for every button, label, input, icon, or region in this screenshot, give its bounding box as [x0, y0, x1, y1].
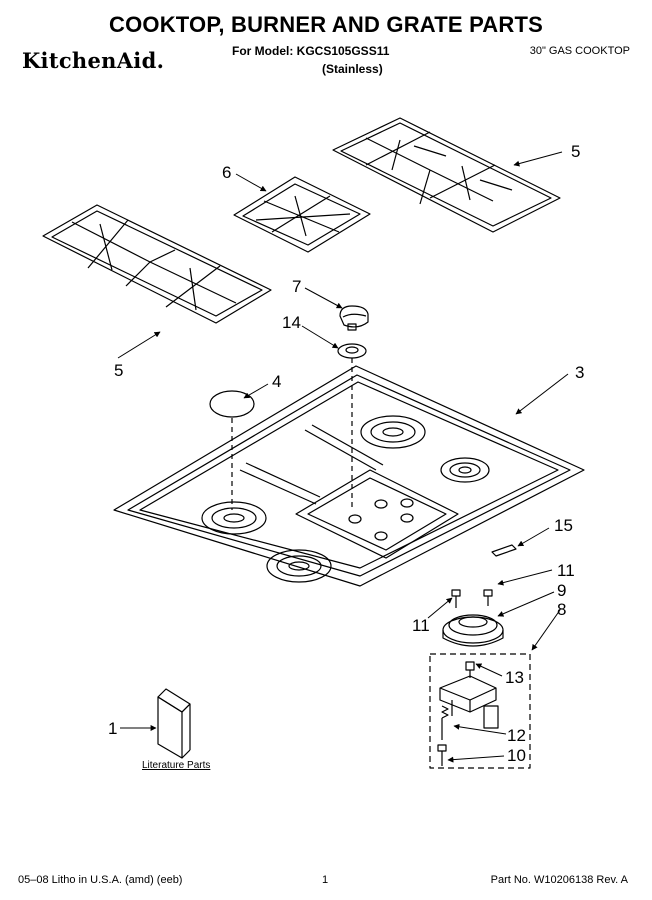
callout-11-right: 11 — [557, 561, 575, 580]
valve-stems — [348, 498, 414, 541]
burner-front-left — [201, 501, 267, 535]
burner-base — [442, 614, 504, 647]
cooktop — [113, 365, 585, 587]
model-finish: (Stainless) — [322, 62, 383, 76]
page-title: COOKTOP, BURNER AND GRATE PARTS — [108, 12, 543, 37]
callout-10: 10 — [507, 746, 526, 765]
callout-6: 6 — [222, 163, 232, 182]
callout-5-right: 5 — [571, 142, 581, 161]
callout-14: 14 — [282, 313, 301, 332]
burner-rear-left — [360, 415, 426, 449]
literature-parts-label: Literature Parts — [142, 760, 211, 771]
clip — [491, 544, 517, 557]
callout-3: 3 — [575, 363, 585, 382]
footer-litho: 05–08 Litho in U.S.A. (amd) (eeb) — [18, 874, 183, 886]
footer-part-number: Part No. W10206138 Rev. A — [490, 874, 628, 886]
callout-7: 7 — [292, 277, 302, 296]
literature-booklet — [157, 688, 191, 759]
leader-lines — [117, 151, 569, 763]
screws — [451, 589, 493, 608]
burner-cap — [209, 390, 255, 418]
grate-right — [332, 117, 561, 233]
callout-4: 4 — [272, 372, 282, 391]
screw-10 — [437, 744, 447, 766]
knob-bezel — [337, 343, 367, 359]
control-knob — [339, 305, 369, 331]
callout-11-left: 11 — [412, 616, 430, 635]
orifice — [465, 661, 475, 678]
burner-body — [439, 675, 499, 729]
model-number: For Model: KGCS105GSS11 — [232, 44, 390, 58]
callout-12: 12 — [507, 726, 526, 745]
burner-rear-right — [440, 457, 490, 483]
callout-9: 9 — [557, 581, 567, 600]
callout-8: 8 — [557, 600, 567, 619]
footer-page-number: 1 — [322, 874, 329, 886]
burner-front-right — [266, 549, 332, 583]
grate-center — [233, 176, 371, 253]
burner-assembly-box — [429, 653, 531, 769]
grate-left — [42, 204, 272, 324]
brand-logo: KitchenAid. — [22, 48, 165, 73]
callout-5-left: 5 — [114, 361, 124, 380]
callout-13: 13 — [505, 668, 524, 687]
cooktop-type: 30" GAS COOKTOP — [529, 45, 630, 57]
callout-1: 1 — [108, 719, 118, 738]
spring — [441, 705, 449, 740]
callout-15: 15 — [554, 516, 573, 535]
